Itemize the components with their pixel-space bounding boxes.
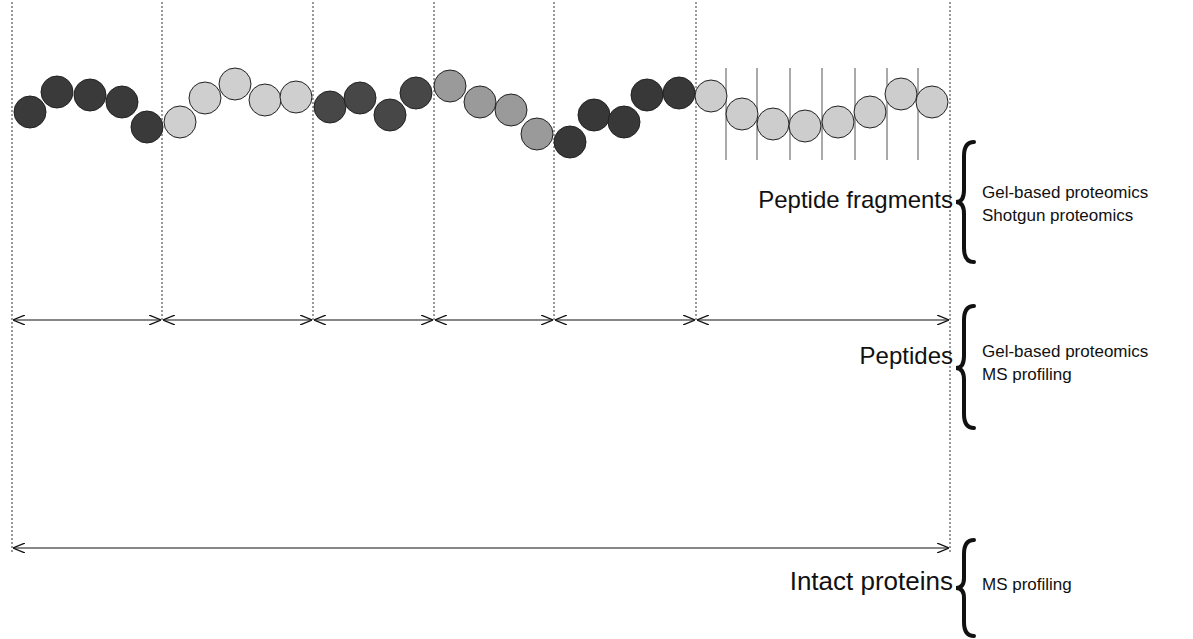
amino-acid-bead [608,106,640,138]
amino-acid-bead [280,81,312,113]
fragment-tick [918,68,919,160]
amino-acid-bead [434,70,466,102]
amino-acid-bead [344,82,376,114]
fragment-tick [822,68,823,160]
amino-acid-bead [789,110,821,142]
level-label: Intact proteins [790,567,953,597]
fragment-tick [790,68,791,160]
fragment-tick [887,68,888,160]
amino-acid-bead [495,94,527,126]
amino-acid-bead [695,80,727,112]
level-label: Peptide fragments [758,186,953,214]
amino-acid-bead [663,77,695,109]
amino-acid-bead [578,99,610,131]
amino-acid-bead [249,84,281,116]
amino-acid-bead [374,99,406,131]
method-label: MS profiling [982,365,1072,385]
amino-acid-bead [106,86,138,118]
method-label: Gel-based proteomics [982,183,1148,203]
amino-acid-bead [464,86,496,118]
span-arrows [14,320,948,548]
amino-acid-bead [916,86,948,118]
amino-acid-bead [854,96,886,128]
level-label: Peptides [860,342,953,370]
braces [956,142,974,636]
amino-acid-bead [189,82,221,114]
divider-lines [12,2,950,552]
amino-acid-bead [164,106,196,138]
amino-acid-bead [885,78,917,110]
amino-acid-bead [400,77,432,109]
amino-acid-bead [219,68,251,100]
amino-acid-bead [726,98,758,130]
amino-acid-bead [41,76,73,108]
amino-acid-bead [822,106,854,138]
amino-acid-bead [131,111,163,143]
method-label: MS profiling [982,575,1072,595]
amino-acid-bead [757,108,789,140]
method-label: Gel-based proteomics [982,342,1148,362]
fragment-ticks [726,68,918,160]
method-label: Shotgun proteomics [982,206,1133,226]
amino-acid-beads [14,68,948,158]
amino-acid-bead [14,96,46,128]
amino-acid-bead [314,91,346,123]
amino-acid-bead [631,79,663,111]
amino-acid-bead [554,126,586,158]
amino-acid-bead [521,118,553,150]
amino-acid-bead [74,79,106,111]
